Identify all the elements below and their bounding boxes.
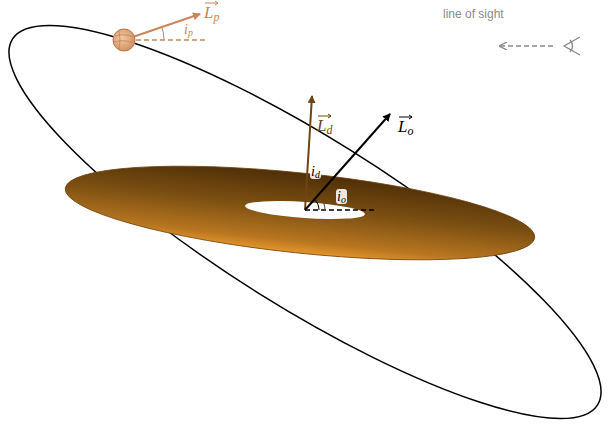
subscript: o [341,194,346,205]
vector-label: Lp [204,4,219,23]
disk [61,149,539,278]
subscript: o [407,124,413,138]
symbol: i [311,164,315,179]
angle-label: id [310,164,321,179]
planet-vector [124,14,200,40]
angle-arc [162,27,164,40]
orbit-vector [305,114,390,210]
angle-label: io [336,189,347,204]
symbol: L [317,116,326,135]
vector-label: Lo [398,118,413,137]
symbol: i [337,189,341,204]
eye-icon [564,37,580,55]
vector-label: Ld [317,117,332,136]
subscript: p [188,27,193,38]
subscript: d [315,169,320,180]
sight-arrow [500,45,553,46]
symbol: i [184,22,188,37]
angle-arc [314,200,319,211]
reference-line [305,209,376,211]
angle-arc [306,190,325,210]
planet-band [114,30,134,50]
reference-line [136,39,205,41]
angle-label: ip [184,22,193,37]
subscript: d [326,123,332,137]
disk-vector [305,96,312,210]
symbol: L [398,117,407,136]
subscript: p [213,10,219,24]
symbol: L [204,3,213,22]
planet [113,29,135,51]
eye-icon [570,40,573,52]
sight-label: line of sight [443,8,504,21]
